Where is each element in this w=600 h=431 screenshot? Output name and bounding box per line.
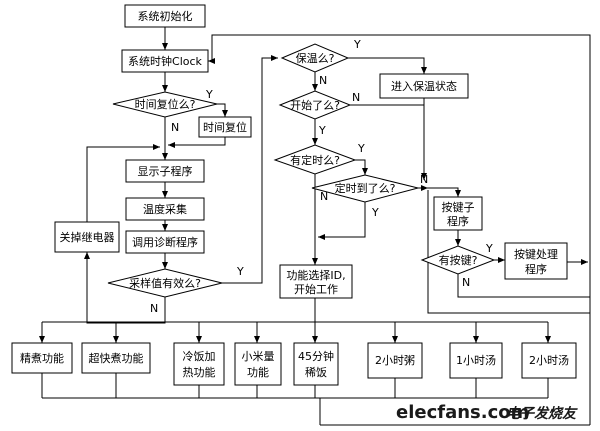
no-label: N bbox=[352, 91, 360, 104]
temp-label: 温度采集 bbox=[143, 202, 187, 216]
no-label: N bbox=[150, 302, 158, 315]
keep-warm-decision-label: 保温么? bbox=[296, 51, 335, 65]
has-key-decision-label: 有按键? bbox=[439, 253, 478, 267]
function-box-1: 精煮功能 bbox=[11, 342, 73, 374]
clock-box: 系统时钟Clock bbox=[121, 49, 209, 73]
select-label-2: 开始工作 bbox=[294, 282, 338, 296]
keep-warm-decision: 保温么? bbox=[280, 43, 350, 73]
started-decision-label: 开始了么? bbox=[290, 98, 340, 112]
clock-label: 系统时钟Clock bbox=[128, 54, 203, 68]
function-label-2: 超快煮功能 bbox=[89, 351, 144, 365]
function-box-5: 45分钟 稀饭 bbox=[293, 342, 339, 386]
branch-labels: Y N Y N Y N N Y Y N Y N Y N bbox=[150, 38, 493, 315]
function-label-6: 2小时粥 bbox=[375, 354, 415, 367]
started-decision: 开始了么? bbox=[278, 90, 352, 120]
function-box-7: 1小时汤 bbox=[449, 342, 503, 379]
display-box: 显示子程序 bbox=[125, 159, 205, 183]
time-up-decision: 定时到了么? bbox=[311, 174, 419, 203]
function-label-5b: 稀饭 bbox=[305, 366, 327, 379]
key-sub-label-2: 程序 bbox=[447, 214, 469, 228]
function-label-1: 精煮功能 bbox=[20, 351, 64, 365]
relay-label: 关掉继电器 bbox=[60, 230, 115, 244]
no-label: N bbox=[320, 190, 328, 203]
select-box: 功能选择ID, 开始工作 bbox=[279, 264, 353, 299]
time-reset-decision-label: 时间复位么? bbox=[135, 97, 196, 111]
yes-label: Y bbox=[318, 124, 326, 137]
function-label-3b: 热功能 bbox=[183, 365, 216, 379]
yes-label: Y bbox=[205, 88, 213, 101]
time-reset-label: 时间复位 bbox=[203, 120, 247, 134]
valid-decision: 采样值有效么? bbox=[107, 268, 223, 298]
has-key-decision: 有按键? bbox=[420, 245, 496, 275]
key-proc-box: 按键处理 程序 bbox=[504, 242, 568, 280]
yes-label: Y bbox=[371, 206, 379, 219]
function-label-4a: 小米量 bbox=[242, 350, 275, 363]
yes-label: Y bbox=[357, 142, 365, 155]
connectors bbox=[39, 27, 591, 426]
relay-box: 关掉继电器 bbox=[54, 221, 120, 253]
yes-label: Y bbox=[485, 242, 493, 255]
function-label-3a: 冷饭加 bbox=[183, 350, 216, 363]
init-box: 系统初始化 bbox=[124, 4, 206, 28]
function-label-7: 1小时汤 bbox=[456, 353, 496, 367]
call-label: 调用诊断程序 bbox=[132, 235, 198, 249]
call-box: 调用诊断程序 bbox=[125, 230, 205, 254]
key-proc-label-1: 按键处理 bbox=[514, 247, 558, 261]
timer-decision-label: 有定时么? bbox=[290, 153, 340, 167]
function-box-2: 超快煮功能 bbox=[81, 342, 151, 374]
function-box-6: 2小时粥 bbox=[367, 342, 423, 379]
init-label: 系统初始化 bbox=[138, 9, 193, 23]
no-label: N bbox=[171, 121, 179, 134]
key-proc-label-2: 程序 bbox=[525, 262, 547, 276]
function-box-3: 冷饭加 热功能 bbox=[173, 342, 225, 386]
function-label-5a: 45分钟 bbox=[298, 349, 334, 363]
display-label: 显示子程序 bbox=[138, 164, 193, 178]
function-box-8: 2小时汤 bbox=[521, 342, 577, 379]
watermark-site: elecfans.com bbox=[396, 402, 529, 423]
yes-label: Y bbox=[236, 265, 244, 278]
enter-warm-label: 进入保温状态 bbox=[391, 79, 457, 93]
valid-decision-label: 采样值有效么? bbox=[129, 276, 201, 290]
watermark: elecfans.com 电子发烧友 bbox=[396, 402, 578, 423]
key-sub-label-1: 按键子 bbox=[442, 200, 475, 214]
function-box-4: 小米量 功能 bbox=[234, 342, 282, 386]
function-label-8: 2小时汤 bbox=[529, 353, 569, 367]
time-reset-box: 时间复位 bbox=[198, 116, 252, 138]
select-label-1: 功能选择ID, bbox=[286, 268, 345, 282]
timer-decision: 有定时么? bbox=[273, 144, 357, 175]
time-up-decision-label: 定时到了么? bbox=[335, 181, 396, 195]
function-label-4b: 功能 bbox=[247, 365, 269, 379]
watermark-cn: 电子发烧友 bbox=[506, 405, 578, 422]
time-reset-decision: 时间复位么? bbox=[112, 91, 218, 118]
key-sub-box: 按键子 程序 bbox=[433, 196, 483, 231]
no-label: N bbox=[319, 74, 327, 87]
temp-box: 温度采集 bbox=[125, 197, 205, 221]
enter-warm-box: 进入保温状态 bbox=[379, 73, 469, 99]
yes-label: Y bbox=[353, 38, 361, 51]
no-label: N bbox=[462, 276, 470, 289]
no-label: N bbox=[420, 173, 428, 186]
